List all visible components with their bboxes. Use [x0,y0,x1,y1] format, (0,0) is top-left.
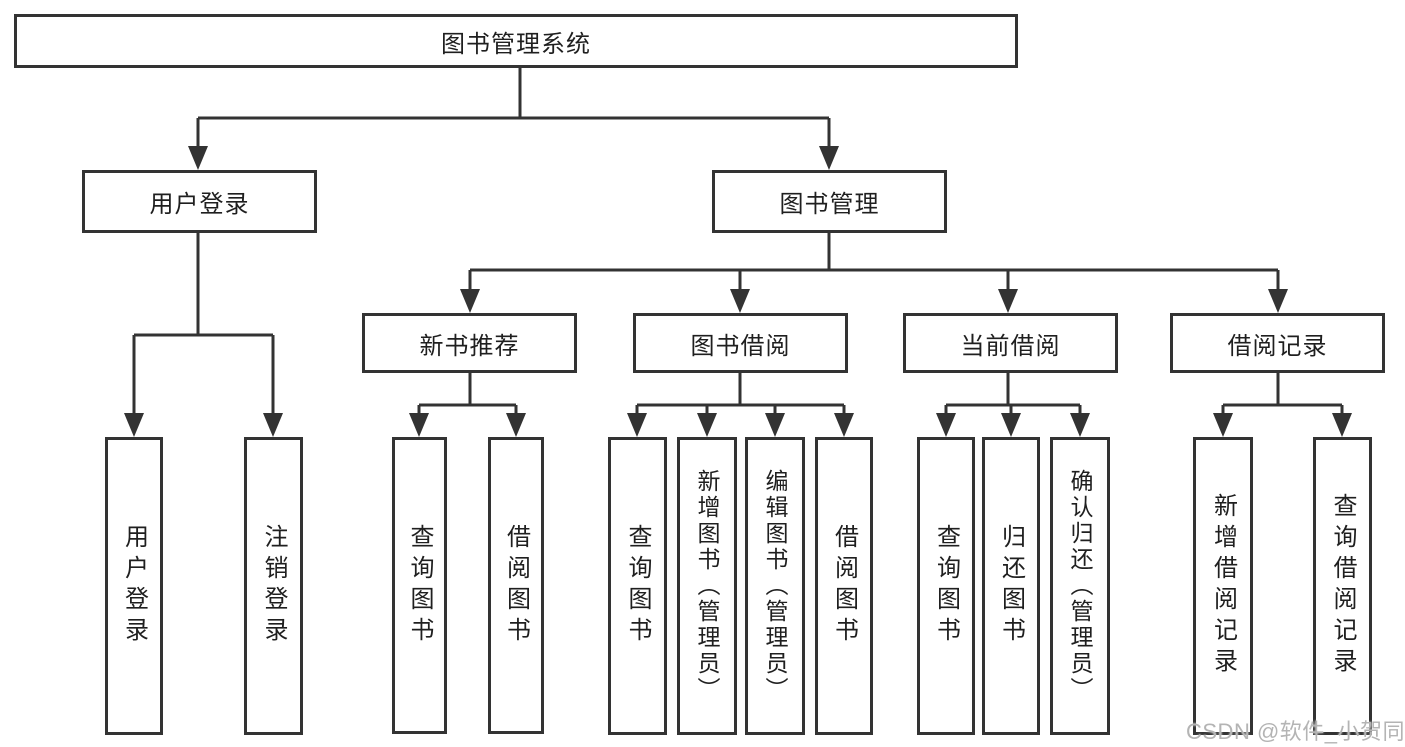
node-new-book-recommend: 新书推荐 [362,313,577,373]
node-label: 图书管理系统 [441,30,591,58]
node-label: 借阅图书 [830,524,858,648]
node-current-borrow: 当前借阅 [903,313,1118,373]
node-label: 用户登录 [120,524,148,648]
node-label: 新增图书（管理员） [694,469,720,703]
leaf-borrow-add-admin: 新增图书（管理员） [677,437,737,735]
leaf-newbook-query: 查询图书 [392,437,447,734]
node-label: 查询借阅记录 [1329,493,1356,679]
node-label: 新书推荐 [419,332,520,360]
node-book-management: 图书管理 [712,170,947,233]
node-label: 注销登录 [260,524,287,648]
leaf-user-login: 用户登录 [105,437,163,735]
leaf-record-add: 新增借阅记录 [1193,437,1253,735]
node-label: 查询图书 [624,524,651,648]
node-label: 借阅记录 [1227,332,1328,360]
leaf-borrow-borrow: 借阅图书 [815,437,873,735]
node-label: 查询图书 [406,523,433,648]
node-label: 图书借阅 [690,332,791,360]
node-label: 新增借阅记录 [1209,493,1237,679]
leaf-borrow-query: 查询图书 [608,437,667,735]
node-label: 归还图书 [997,524,1025,648]
connector-bookborrow-to-children [627,373,854,437]
node-label: 图书管理 [779,191,880,218]
leaf-record-query: 查询借阅记录 [1313,437,1372,735]
leaf-current-query: 查询图书 [917,437,975,735]
node-label: 借阅图书 [502,523,530,648]
node-label: 确认归还（管理员） [1067,469,1093,703]
connector-root-to-level2 [188,68,839,170]
node-borrow-records: 借阅记录 [1170,313,1385,373]
node-label: 编辑图书（管理员） [762,469,788,703]
leaf-current-confirm-admin: 确认归还（管理员） [1050,437,1110,735]
leaf-current-return: 归还图书 [982,437,1040,735]
leaf-logout: 注销登录 [244,437,303,735]
node-system-root: 图书管理系统 [14,14,1018,68]
node-user-login: 用户登录 [82,170,317,233]
connector-bookmgmt-to-level3 [460,233,1288,313]
connector-userlogin-to-children [124,233,283,437]
connector-currentborrow-to-children [936,373,1090,437]
connector-records-to-children [1213,373,1352,437]
node-label: 当前借阅 [960,332,1061,360]
node-label: 用户登录 [149,191,250,218]
node-book-borrow: 图书借阅 [633,313,848,373]
csdn-watermark: CSDN @软件_小贺同学 [1186,719,1405,744]
leaf-borrow-edit-admin: 编辑图书（管理员） [745,437,805,735]
leaf-newbook-borrow: 借阅图书 [488,437,544,734]
node-label: 查询图书 [932,524,960,648]
connector-newbooks-to-children [409,373,526,437]
